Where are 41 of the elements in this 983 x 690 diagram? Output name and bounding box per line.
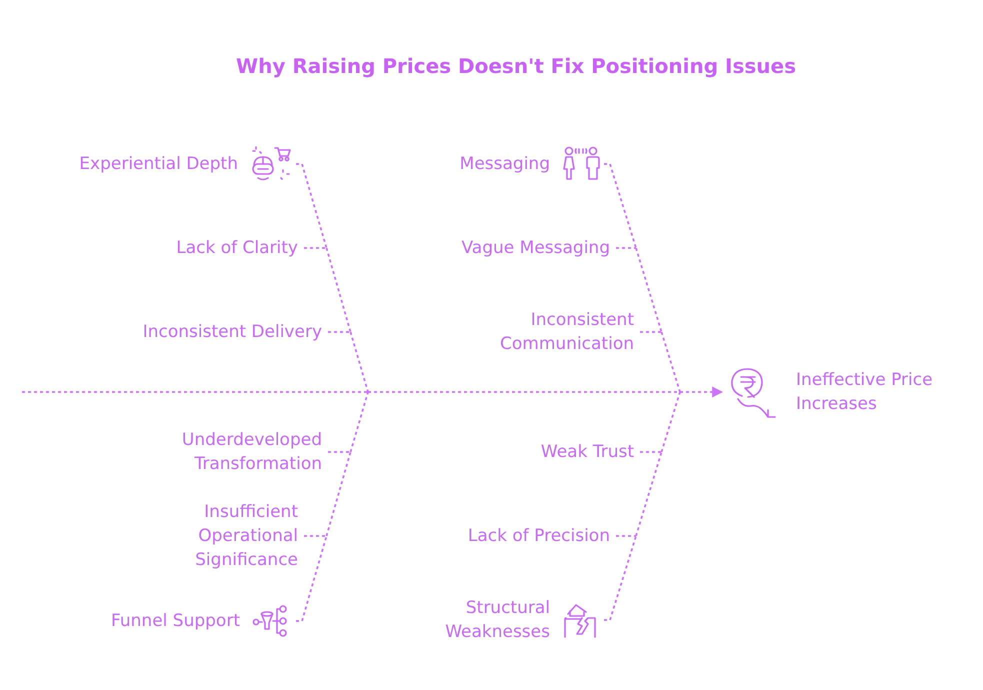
cause-label: Lack of Precision	[466, 525, 610, 548]
dotted-line	[326, 248, 352, 332]
effect-label: Ineffective Price Increases	[796, 369, 934, 416]
dotted-line	[616, 535, 636, 537]
dotted-line	[350, 332, 369, 392]
dotted-line	[635, 248, 662, 332]
dotted-line	[609, 164, 637, 248]
dotted-line	[660, 392, 681, 452]
dotted-line	[660, 332, 681, 392]
cause-label: Insufficient Operational Significance	[194, 501, 298, 572]
dotted-line	[301, 536, 328, 622]
dotted-line	[304, 247, 326, 249]
category-label: Messaging	[458, 153, 550, 176]
category-label: Experiential Depth	[78, 153, 238, 176]
dotted-line	[640, 331, 662, 333]
dotted-arrow	[680, 386, 724, 398]
dotted-line	[326, 452, 352, 536]
dotted-line	[22, 391, 368, 393]
dotted-line	[296, 163, 302, 165]
cause-label: Weak Trust	[540, 441, 634, 464]
cause-label: Underdeveloped Transformation	[180, 429, 322, 476]
cause-label: Vague Messaging	[460, 237, 610, 260]
dotted-line	[350, 392, 369, 452]
cause-label: Lack of Clarity	[175, 237, 298, 260]
dotted-line	[640, 451, 662, 453]
category-label: Structural Weaknesses	[444, 597, 550, 644]
dotted-line	[604, 619, 610, 621]
dotted-line	[635, 452, 662, 536]
dotted-line	[301, 164, 328, 248]
cause-label: Inconsistent Delivery	[142, 321, 322, 344]
dotted-line	[604, 163, 610, 165]
dotted-line	[616, 247, 636, 249]
dotted-line	[328, 331, 350, 333]
dotted-line	[609, 536, 637, 620]
dotted-line	[296, 620, 302, 622]
diagram-title: Why Raising Prices Doesn't Fix Positioning Issues	[236, 53, 796, 79]
cause-label: Inconsistent Communication	[499, 309, 634, 356]
dotted-line	[368, 391, 680, 393]
category-label: Funnel Support	[110, 610, 240, 633]
dotted-line	[328, 451, 350, 453]
dotted-line	[304, 535, 326, 537]
